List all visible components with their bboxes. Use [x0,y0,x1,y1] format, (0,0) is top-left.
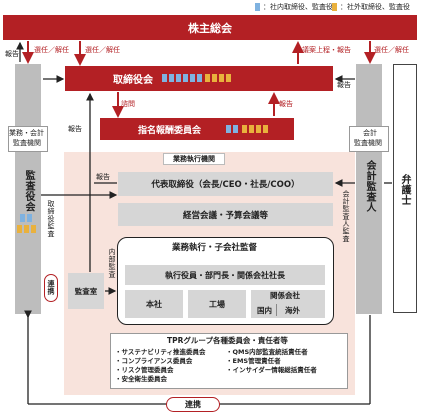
legend-internal: ：社内取締役、監査役 [263,3,333,11]
audit-office-box: 監査室 [68,273,104,309]
report-nom-label: 報告 [279,100,293,108]
board-internal-person-icon [169,74,174,82]
committee-left-4: ・安全衛生委員会 [115,375,167,383]
board-internal-person-icon [183,74,188,82]
shareholders-meeting-box: 株主総会 [3,15,417,40]
overseas-label: 海外 [285,306,300,315]
board-external-person-icon [219,74,224,82]
board-internal-person-icon [162,74,167,82]
audit-board-external-label-box [8,126,48,152]
lawyer-label: 弁護士 [399,174,410,206]
committee-left-3: ・リスク管理委員会 [115,366,174,374]
board-external-person-icon [212,74,217,82]
business-execution-org-text: 業務執行機関 [173,155,215,163]
appoint-label-right: 選任／解任 [374,46,409,54]
cooperation-badge-bottom: 連携 [166,397,220,412]
nom-internal-person-icon [233,125,238,133]
report-label-right: 報告 [337,81,351,89]
nom-internal-person-icon [226,125,231,133]
factory-label: 工場 [209,299,225,309]
audit-office-label: 監査室 [74,286,98,296]
ceo-label: 代表取締役（会長/CEO・社長/COO） [151,180,300,190]
cooperation-bottom-label: 連携 [185,400,201,409]
committees-title: TPRグループ各種委員会・責任者等 [167,336,288,345]
committee-left-1: ・サステナビリティ推進委員会 [115,348,206,356]
accounting-auditor-title: 会計監査人 [364,160,375,213]
officers-box: 執行役員・部門長・関係会社社長 [125,265,325,285]
affiliates-box [251,290,325,318]
nom-external-person-icon [256,125,261,133]
mgmt-meeting-label: 経営会議・予算会議等 [182,210,268,221]
accounting-audit-label: 会計監査人監査 [342,190,350,243]
audit-internal-person-icon [20,214,25,222]
accounting-auditor-external-label-1: 会計 [363,129,377,137]
board-external-person-icon [205,74,210,82]
shareholders-meeting-label: 株主総会 [188,21,232,35]
board-label: 取締役会 [113,75,153,86]
appoint-label-mid: 選任／解任 [85,46,120,54]
director-audit-label: 取締役監査 [47,200,55,238]
cooperation-badge-left [44,274,58,302]
report-mid-label: 報告 [68,125,82,133]
cooperation-left-label: 連携 [47,280,55,295]
exec-supervision-label: 業務執行・子会社監督 [172,243,258,253]
mgmt-meeting-box: 経営会議・予算会議等 [118,203,333,226]
appoint-label-left: 選任／解任 [34,46,69,54]
internal-person-icon [255,3,260,11]
board-internal-person-icon [176,74,181,82]
audit-board-external-label-2: 監査機関 [13,139,41,147]
nom-external-person-icon [242,125,247,133]
audit-external-person-icon [17,225,22,233]
nomination-committee-box: 指名報酬委員会 [100,118,294,140]
lawyer-box [393,64,417,313]
committees-box [110,333,348,389]
nomination-committee-label: 指名報酬委員会 [138,125,202,136]
head-office-label: 本社 [146,299,162,309]
consult-label: 諮問 [121,100,135,108]
committee-right-1: ・QMS内部監査統括責任者 [226,348,308,356]
report-label-left-top: 報告 [5,50,19,58]
nom-external-person-icon [263,125,268,133]
nom-external-person-icon [249,125,254,133]
audit-external-person-icon [31,225,36,233]
factory-box: 工場 [188,290,246,318]
committee-left-2: ・コンプライアンス委員会 [115,357,193,365]
committee-right-2: ・EMS管理責任者 [226,357,281,365]
report-ceo-label: 報告 [96,173,110,181]
audit-board-column [15,64,41,314]
board-internal-person-icon [197,74,202,82]
ceo-box: 代表取締役（会長/CEO・社長/COO） [118,172,333,196]
accounting-auditor-external-label-box [349,126,389,152]
audit-internal-person-icon [27,214,32,222]
audit-external-person-icon [24,225,29,233]
audit-board-title: 監査役会 [23,170,34,212]
board-internal-person-icon [190,74,195,82]
affiliates-label: 関係会社 [270,291,300,300]
internal-audit-label: 内部監査 [108,248,116,278]
committee-right-3: ・インサイダー情報総括責任者 [226,366,317,374]
domestic-label: 国内 [257,306,272,315]
accounting-auditor-column [356,64,382,314]
board-external-person-icon [226,74,231,82]
audit-board-external-label-1: 業務・会計 [9,129,44,137]
proposal-label: 議案上程・報告 [302,46,351,54]
accounting-auditor-external-label-2: 監査機関 [354,139,382,147]
business-execution-org-label: 業務執行機関 [163,153,225,165]
external-person-icon [332,3,337,11]
head-office-box: 本社 [125,290,183,318]
affiliates-divider [276,304,277,316]
legend-external: ：社外取締役、監査役 [340,3,410,11]
officers-label: 執行役員・部門長・関係会社社長 [165,270,285,280]
